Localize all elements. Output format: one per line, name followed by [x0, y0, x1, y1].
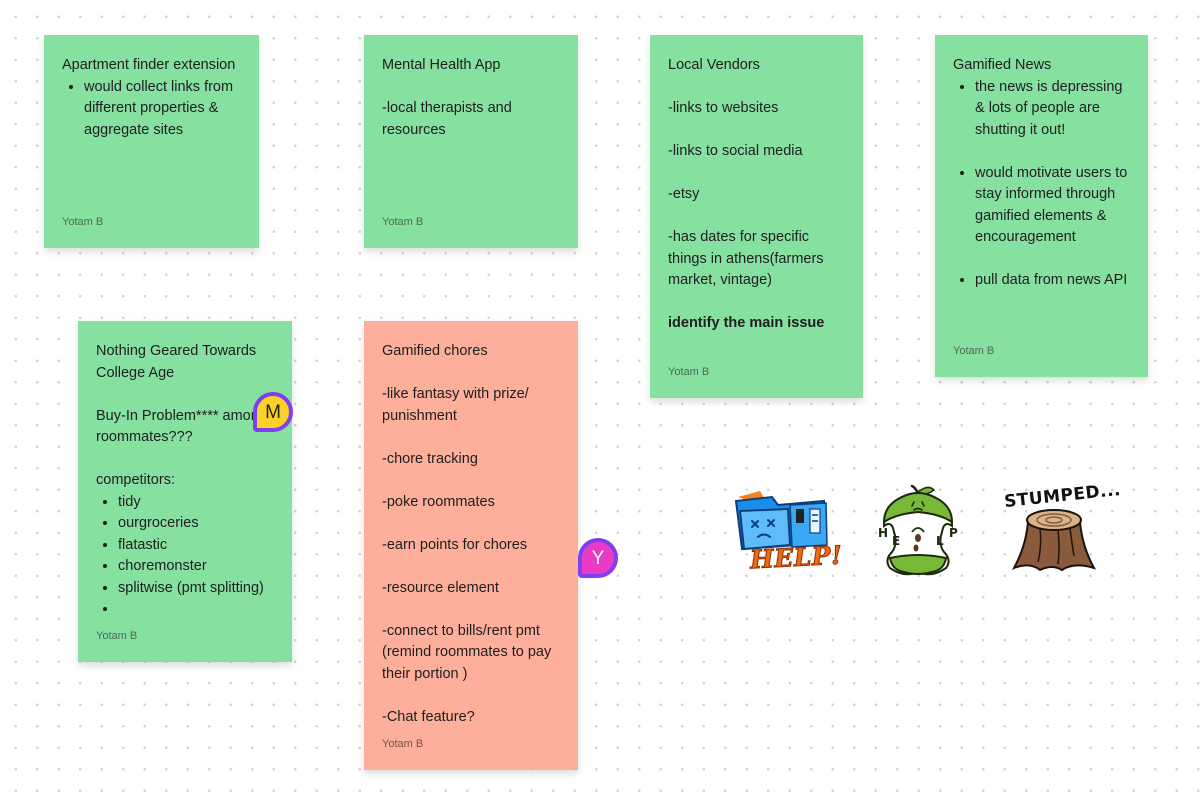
list-item: would motivate users to stay informed th…	[975, 163, 1134, 249]
sticky-line: -Chat feature?	[382, 708, 475, 725]
help-letter: L	[936, 534, 944, 548]
tree-stump-icon	[1011, 509, 1097, 572]
list-item	[118, 599, 278, 621]
help-letter: E	[892, 534, 901, 548]
sticky-line: competitors:	[96, 472, 175, 488]
apple-core-icon	[882, 484, 954, 576]
sticky-author: Yotam B	[668, 366, 710, 378]
sticky-author: Yotam B	[62, 216, 104, 228]
sticky-line: -chore tracking	[382, 450, 478, 467]
list-item: flatastic	[118, 535, 278, 557]
list-item: the news is depressing & lots of people …	[975, 77, 1134, 142]
bullet-list: pull data from news API	[953, 270, 1134, 292]
sticky-line	[382, 685, 564, 707]
sticky-note-apartment-finder[interactable]: Apartment finder extension would collect…	[44, 35, 259, 248]
sticky-line: -earn points for chores	[382, 536, 528, 553]
sticky-title: Gamified chores	[382, 343, 488, 359]
sticky-line	[382, 427, 564, 449]
list-item: pull data from news API	[975, 270, 1134, 292]
help-letter: P	[949, 526, 958, 540]
sticker-help-apple[interactable]: H E L P	[872, 484, 964, 576]
sticky-line	[382, 556, 564, 578]
sticky-line	[668, 120, 849, 142]
sticky-line	[668, 206, 849, 228]
list-item: choremonster	[118, 556, 278, 578]
collaborator-cursor-m: M	[253, 392, 293, 432]
sticky-title: Gamified News	[953, 57, 1052, 73]
sticky-line	[96, 384, 278, 406]
sticky-line: -local therapists and resources	[382, 100, 512, 138]
list-item: ourgroceries	[118, 513, 278, 535]
bullet-list: would motivate users to stay informed th…	[953, 163, 1134, 249]
sticky-title: Local Vendors	[668, 57, 760, 73]
sticker-stumped[interactable]: STUMPED...	[1000, 480, 1122, 576]
cursor-initial: Y	[591, 547, 605, 569]
sticky-line: -like fantasy with prize/ punishment	[382, 386, 529, 424]
sticky-line: -resource element	[382, 579, 499, 596]
sticky-line	[96, 449, 278, 471]
sticky-line: -links to websites	[668, 100, 779, 116]
sticky-line: -has dates for specific things in athens…	[668, 229, 824, 288]
sticky-line	[382, 363, 564, 385]
sad-folder-icon	[734, 491, 828, 551]
help-letter: H	[878, 526, 889, 540]
sticky-line	[668, 77, 849, 99]
sticky-author: Yotam B	[953, 345, 995, 357]
sticky-bold-line: identify the main issue	[668, 315, 825, 331]
sticky-line	[382, 77, 564, 99]
bullet-list: would collect links from different prope…	[62, 77, 245, 142]
list-item: would collect links from different prope…	[84, 77, 245, 142]
sticky-note-mental-health[interactable]: Mental Health App -local therapists and …	[364, 35, 578, 248]
sticky-note-college-age[interactable]: Nothing Geared Towards College Age Buy-I…	[78, 321, 292, 662]
sticky-author: Yotam B	[382, 216, 424, 228]
collaborator-cursor-y: Y	[578, 538, 618, 578]
competitor-list: tidy ourgroceries flatastic choremonster…	[96, 492, 278, 621]
sticky-title: Apartment finder extension	[62, 57, 236, 73]
sticky-note-local-vendors[interactable]: Local Vendors -links to websites -links …	[650, 35, 863, 398]
sticky-line	[382, 470, 564, 492]
sticky-line: -links to social media	[668, 143, 803, 159]
sticky-line	[668, 292, 849, 314]
bullet-list: the news is depressing & lots of people …	[953, 77, 1134, 142]
list-item: tidy	[118, 492, 278, 514]
sticky-note-gamified-news[interactable]: Gamified News the news is depressing & l…	[935, 35, 1148, 377]
sticker-help-text: HELP!	[749, 540, 844, 575]
sticky-line: -etsy	[668, 186, 700, 202]
sticky-line	[668, 163, 849, 185]
list-item: splitwise (pmt splitting)	[118, 578, 278, 600]
sticky-author: Yotam B	[96, 630, 138, 642]
sticker-help-folder[interactable]: HELP!	[732, 487, 844, 575]
sticky-line	[382, 599, 564, 621]
sticky-line: Buy-In Problem**** among roommates???	[96, 407, 267, 446]
sticky-line: -poke roommates	[382, 493, 495, 510]
sticky-line: -connect to bills/rent pmt (remind roomm…	[382, 622, 552, 682]
sticky-note-gamified-chores[interactable]: Gamified chores -like fantasy with prize…	[364, 321, 578, 770]
cursor-initial: M	[265, 401, 281, 423]
sticky-title: Mental Health App	[382, 57, 501, 73]
sticky-line	[382, 513, 564, 535]
sticky-author: Yotam B	[382, 738, 424, 750]
sticky-title: Nothing Geared Towards College Age	[96, 343, 257, 381]
